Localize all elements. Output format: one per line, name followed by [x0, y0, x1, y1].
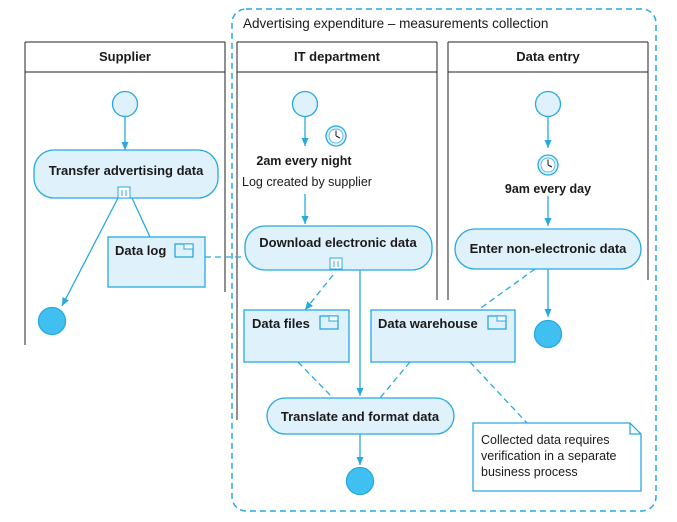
flow-download-to-datafiles — [304, 274, 334, 311]
note-verification: Collected data requires verification in … — [472, 422, 642, 492]
flow-transfer-to-datalog — [131, 197, 151, 238]
swimlane-it-department: IT department — [236, 41, 438, 420]
rake-icon — [117, 186, 131, 199]
initial-node-supplier — [111, 90, 139, 118]
action-label: Translate and format data — [281, 409, 440, 424]
object-icon — [487, 315, 507, 330]
swimlane-data-entry: Data entry — [447, 41, 649, 300]
action-label: Download electronic data — [259, 235, 417, 250]
object-node-data-log: Data log — [107, 236, 206, 288]
object-label: Data files — [252, 316, 310, 331]
partition-label: Advertising expenditure – measurements c… — [243, 16, 548, 31]
flow-warehouse-to-translate — [379, 361, 411, 399]
object-label: Data log — [115, 243, 166, 258]
final-node-supplier — [37, 306, 67, 336]
note-line-3: business process — [481, 465, 578, 479]
action-label: Transfer advertising data — [49, 163, 204, 178]
clock-icon — [537, 154, 559, 176]
object-node-data-warehouse: Data warehouse — [370, 309, 516, 363]
action-enter-non-electronic-data: Enter non-electronic data — [454, 228, 642, 270]
action-translate-and-format-data: Translate and format data — [266, 397, 455, 435]
lane-header-data-entry: Data entry — [516, 49, 580, 64]
time-event-data-entry: 9am every day — [505, 182, 591, 196]
note-anchor — [469, 361, 528, 424]
action-label: Enter non-electronic data — [470, 241, 628, 256]
initial-node-data-entry — [534, 90, 562, 118]
clock-icon — [325, 125, 347, 147]
action-download-electronic-data: Download electronic data — [244, 225, 433, 271]
object-label: Data warehouse — [378, 316, 478, 331]
object-node-data-files: Data files — [243, 309, 350, 363]
time-event-it: 2am every night — [256, 154, 352, 168]
note-line-2: verification in a separate — [481, 449, 617, 463]
swimlane-supplier: Supplier — [24, 41, 226, 345]
object-icon — [174, 243, 194, 258]
final-node-data-entry — [533, 319, 563, 349]
lane-header-supplier: Supplier — [99, 49, 151, 64]
final-node-it — [345, 466, 375, 496]
flow-transfer-to-end — [61, 197, 119, 307]
rake-icon — [329, 257, 343, 270]
flow-enter-to-warehouse — [477, 268, 536, 311]
flow-datafiles-to-translate — [297, 361, 334, 399]
object-icon — [319, 315, 339, 330]
time-event-note-it: Log created by supplier — [242, 175, 372, 189]
lane-header-it-department: IT department — [294, 49, 381, 64]
activity-partition — [231, 8, 657, 512]
action-transfer-advertising-data: Transfer advertising data — [33, 149, 219, 199]
note-line-1: Collected data requires — [481, 433, 610, 447]
initial-node-it — [291, 90, 319, 118]
